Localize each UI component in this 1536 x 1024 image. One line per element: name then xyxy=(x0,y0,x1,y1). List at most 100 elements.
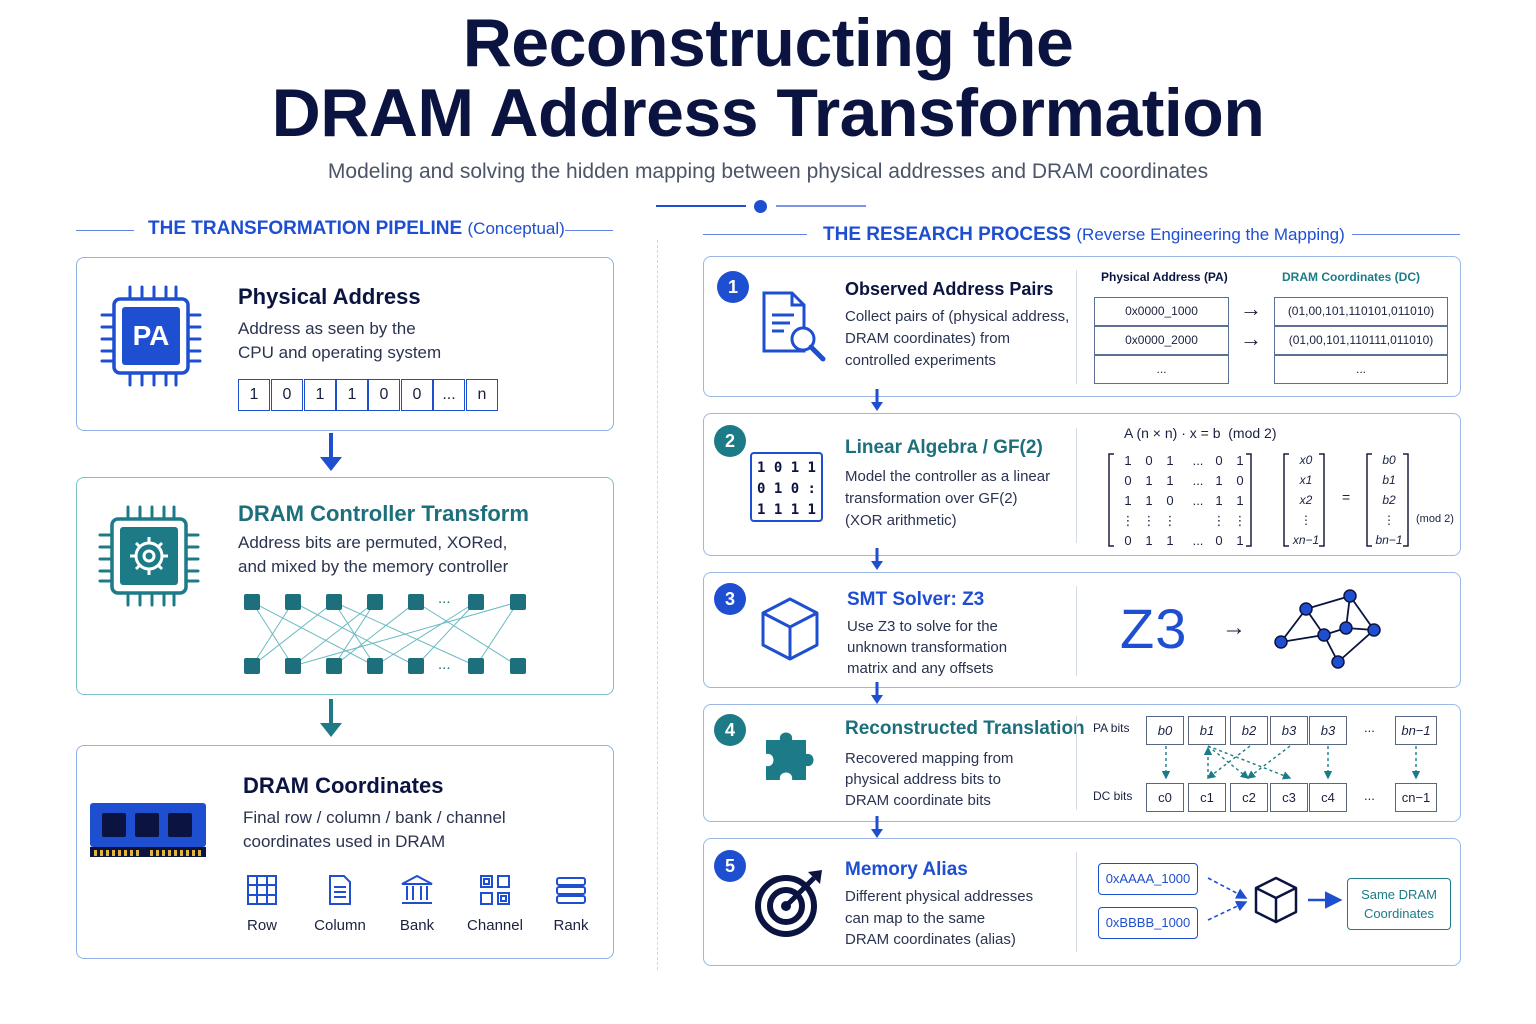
binary-matrix-row: 1 1 1 1 xyxy=(756,502,816,518)
pa-cell: ... xyxy=(1094,355,1229,384)
matrix-cell: 1 xyxy=(1166,473,1174,488)
document-search-icon xyxy=(762,291,826,362)
dc-bit-cell: c0 xyxy=(1146,783,1184,812)
step-5-separator xyxy=(1076,852,1077,952)
binary-matrix-row: 1 0 1 1 xyxy=(756,460,816,476)
network-ellipsis-bottom: ... xyxy=(438,656,451,673)
step-1-desc-line-3: controlled experiments xyxy=(845,352,996,369)
matrix-cell: 1 xyxy=(1145,533,1153,548)
gf2-equation: A (n × n) · x = b (mod 2) xyxy=(1124,425,1277,441)
dc-bit-cell: c3 xyxy=(1270,783,1308,812)
step-5-badge: 5 xyxy=(714,850,746,882)
matrix-cell: 1 xyxy=(1215,473,1223,488)
step-2-desc-line-1: Model the controller as a linear xyxy=(845,468,1051,485)
address-bit-cell: 1 xyxy=(336,379,368,411)
physical-address-desc-line-2: CPU and operating system xyxy=(238,343,442,362)
center-divider xyxy=(657,240,658,970)
x-vector-entry: ⋮ xyxy=(1300,513,1312,527)
address-bit-cell: 0 xyxy=(401,379,433,411)
x-vector-entry: x2 xyxy=(1299,493,1313,507)
matrix-cell: 1 xyxy=(1166,453,1174,468)
stack-icon xyxy=(556,877,586,904)
coordinate-item-rank: Rank xyxy=(536,874,606,934)
step-4-desc-line-2: physical address bits to xyxy=(845,771,1001,788)
right-section-heading: THE RESEARCH PROCESS (Reverse Engineerin… xyxy=(823,224,1345,246)
z3-logo: Z3 xyxy=(1120,597,1188,660)
matrix-cell: ... xyxy=(1192,493,1204,508)
binary-matrix-row: 0 1 0 : xyxy=(756,481,816,497)
puzzle-piece-icon xyxy=(766,732,814,780)
pa-bit-cell: bn−1 xyxy=(1395,716,1437,745)
pa-column-header: Physical Address (PA) xyxy=(1101,270,1228,284)
address-bit-cell: 1 xyxy=(304,379,336,411)
coordinate-label: Bank xyxy=(399,917,435,934)
binary-matrix-icon: 1 0 1 1 0 1 0 : 1 1 1 1 xyxy=(750,452,823,522)
page-subtitle: Modeling and solving the hidden mapping … xyxy=(327,160,1209,183)
matrix-cell: ... xyxy=(1192,453,1204,468)
right-heading-rule-left xyxy=(703,234,807,235)
dc-bits-label: DC bits xyxy=(1093,789,1133,803)
step-1-badge: 1 xyxy=(717,271,749,303)
step-connector-arrow-icon xyxy=(871,816,883,838)
step-4-title: Reconstructed Translation xyxy=(845,718,1085,739)
step-5-desc: Different physical addresses can map to … xyxy=(845,886,1033,951)
step-4-separator xyxy=(1076,716,1077,810)
cube-icon xyxy=(761,597,819,661)
address-bit-cell: ... xyxy=(433,379,465,411)
left-section-heading: THE TRANSFORMATION PIPELINE (Conceptual) xyxy=(148,218,565,240)
dc-column-header: DRAM Coordinates (DC) xyxy=(1282,270,1420,284)
header-divider-right xyxy=(776,205,866,207)
step-2-title: Linear Algebra / GF(2) xyxy=(845,437,1043,458)
matrix-cell: 0 xyxy=(1124,533,1132,548)
target-icon xyxy=(755,870,822,937)
left-heading-main: THE TRANSFORMATION PIPELINE xyxy=(148,218,463,239)
gear-chip-icon xyxy=(98,505,200,607)
cpu-chip-icon xyxy=(100,285,202,387)
dram-module-icon xyxy=(90,803,206,857)
flow-arrow-down-icon xyxy=(320,433,342,471)
pa-bit-cell: b3 xyxy=(1270,716,1308,745)
matrix-brackets xyxy=(1108,453,1409,547)
matrix-cell: 1 xyxy=(1236,453,1244,468)
step-3-desc-line-1: Use Z3 to solve for the xyxy=(847,618,998,635)
matrix-cell: 1 xyxy=(1215,493,1223,508)
x-vector-entry: x0 xyxy=(1299,453,1313,467)
mapping-arrow: → xyxy=(1240,296,1262,321)
step-3-title: SMT Solver: Z3 xyxy=(847,589,985,610)
coordinate-label: Column xyxy=(314,917,366,934)
left-heading-rule-left xyxy=(76,230,134,231)
flow-arrow-down-icon xyxy=(320,699,342,737)
coordinate-item-column: Column xyxy=(305,874,375,934)
step-2-desc-line-3: (XOR arithmetic) xyxy=(845,512,957,529)
grid-icon xyxy=(247,875,277,905)
x-vector-entry: xn−1 xyxy=(1292,533,1320,547)
bit-mixing-network-diagram xyxy=(244,594,526,674)
mapping-arrow: → xyxy=(1240,326,1262,351)
matrix-cell: ... xyxy=(1192,533,1204,548)
dram-desc-line-2: coordinates used in DRAM xyxy=(243,832,446,851)
step-4-desc-line-3: DRAM coordinate bits xyxy=(845,792,991,809)
physical-address-desc-line-1: Address as seen by the xyxy=(238,319,416,338)
step-3-desc: Use Z3 to solve for the unknown transfor… xyxy=(847,616,1007,679)
step-1-separator xyxy=(1076,270,1077,384)
matrix-cell: 0 xyxy=(1236,473,1244,488)
b-vector-entry: ⋮ xyxy=(1383,513,1395,527)
physical-address-desc: Address as seen by the CPU and operating… xyxy=(238,317,441,365)
z3-arrow: → xyxy=(1222,614,1246,641)
left-heading-sub: (Conceptual) xyxy=(467,219,565,238)
step-1-title: Observed Address Pairs xyxy=(845,279,1054,299)
step-connector-arrow-icon xyxy=(871,389,883,411)
matrix-cell: 1 xyxy=(1145,493,1153,508)
matrix-cell: 0 xyxy=(1215,453,1223,468)
page-title: Reconstructing the DRAM Address Transfor… xyxy=(0,8,1536,148)
matrix-cell: 0 xyxy=(1145,453,1153,468)
step-5-desc-line-3: DRAM coordinates (alias) xyxy=(845,931,1016,948)
b-vector-entry: b2 xyxy=(1382,493,1396,507)
step-4-desc: Recovered mapping from physical address … xyxy=(845,748,1013,811)
step-1-desc-line-2: DRAM coordinates) from xyxy=(845,330,1011,347)
header-divider-dot xyxy=(754,200,767,213)
equals-sign: = xyxy=(1342,489,1351,505)
pa-cell: 0x0000_1000 xyxy=(1094,297,1229,326)
step-2-badge: 2 xyxy=(714,425,746,457)
pa-bit-cell: ... xyxy=(1364,720,1375,735)
